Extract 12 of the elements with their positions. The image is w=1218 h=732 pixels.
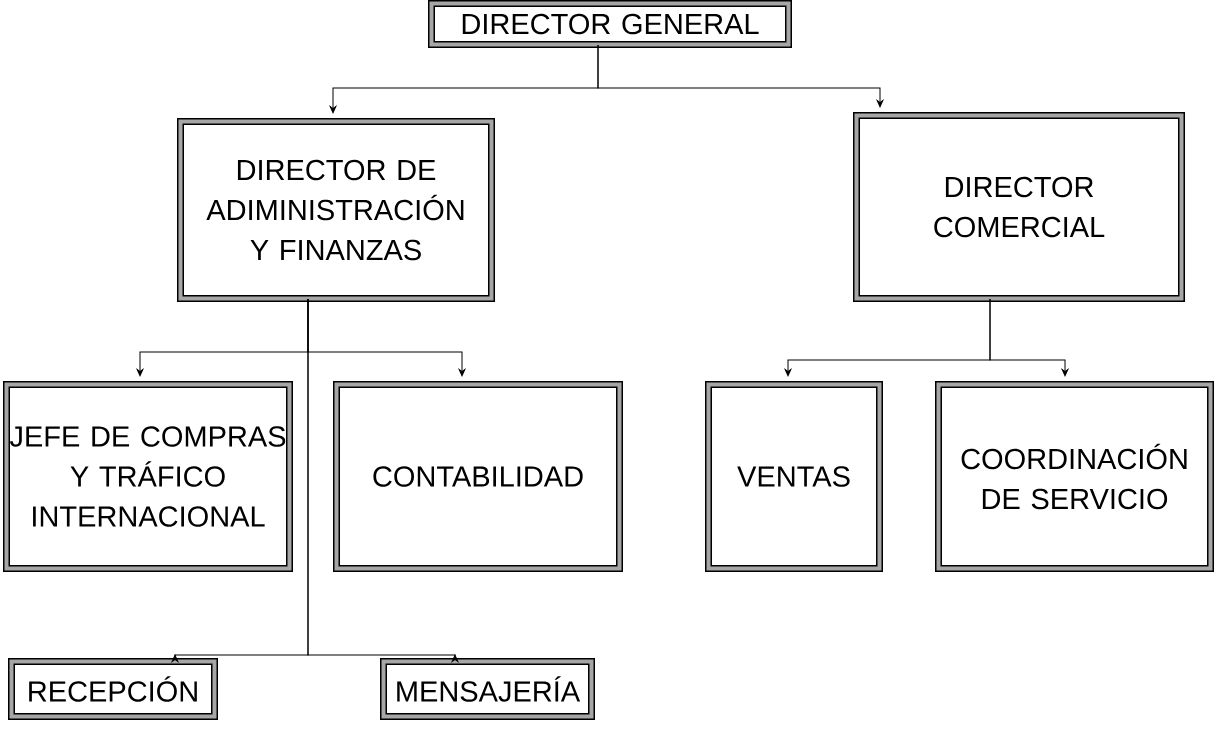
connector-arrow (307, 298, 459, 663)
org-box: DIRECTOR GENERAL (428, 0, 792, 48)
connector-arrow (597, 44, 884, 108)
org-box: DIRECTOR COMERCIAL (853, 112, 1185, 302)
org-box: RECEPCIÓN (8, 658, 218, 720)
org-box: COORDINACIÓN DE SERVICIO (935, 381, 1214, 572)
org-box: DIRECTOR DE ADIMINISTRACIÓN Y FINANZAS (177, 118, 495, 302)
org-box: VENTAS (705, 381, 883, 572)
connector-arrow (989, 298, 1069, 377)
org-box: MENSAJERÍA (380, 658, 595, 720)
org-box: JEFE DE COMPRAS Y TRÁFICO INTERNACIONAL (3, 381, 293, 572)
org-box: CONTABILIDAD (333, 381, 623, 572)
